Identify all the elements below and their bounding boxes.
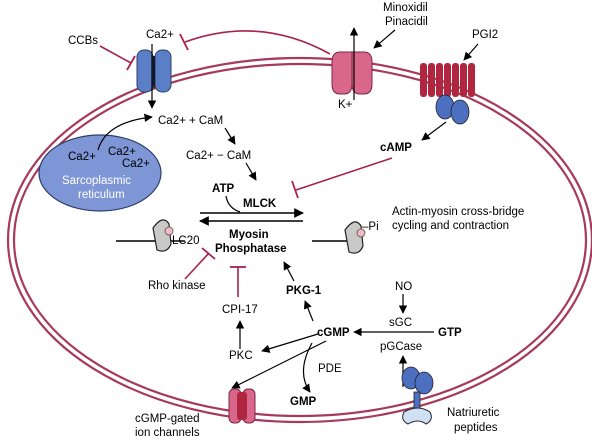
ccbs-inhibition-line: [99, 45, 132, 64]
sr-ca-1: Ca2+: [68, 151, 96, 163]
sgc-label: sGC: [389, 317, 412, 329]
rho-kinase-label: Rho kinase: [148, 280, 206, 292]
cgmp-to-pkg1-arrow: [303, 300, 314, 322]
phosphate-label: –Pi: [362, 221, 379, 233]
pgi2-label: PGI2: [472, 29, 498, 41]
lc20-label: LC20: [172, 235, 200, 247]
natriuretic-line1: Natriuretic: [447, 407, 500, 419]
myosin-head-right: [344, 221, 366, 254]
pkc-label: PKC: [229, 350, 253, 362]
calcium-channel: [136, 49, 172, 93]
sr-label-line2: reticulum: [78, 189, 125, 201]
gmp-label: GMP: [290, 396, 317, 408]
sr-release-arrow: [97, 113, 153, 151]
cgmp-to-gmp-arrow: [302, 342, 313, 393]
mlck-label: MLCK: [243, 198, 277, 210]
pinacidil-label: Pinacidil: [385, 16, 428, 28]
atp-curve: [225, 195, 241, 213]
cpi17-label: CPI-17: [222, 304, 258, 316]
pgi2-receptor: [420, 63, 475, 125]
cgmp-to-pkc-arrow: [261, 333, 319, 353]
sr-label-line1: Sarcoplasmic: [62, 175, 131, 187]
pgi2-arrow: [463, 43, 479, 61]
cell-membrane-outer: [6, 56, 592, 424]
k-plus-label: K+: [338, 99, 353, 111]
ca2-cam-complex-label: Ca2+ − CaM: [186, 150, 251, 162]
pkg1-to-phosphatase-arrow: [283, 261, 295, 282]
pde-label: PDE: [318, 363, 342, 375]
pgcase-label: pGCase: [380, 341, 422, 353]
ccbs-inhibition-bar: [126, 55, 136, 71]
natriuretic-receptor: [401, 366, 434, 425]
k-to-ca-inhibition-arc: [184, 30, 331, 55]
cgmp-to-channels-arrow: [231, 340, 327, 389]
camp-label: cAMP: [380, 142, 412, 154]
sr-ca-2: Ca2+: [108, 146, 136, 158]
actin-myosin-line2: cycling and contraction: [392, 220, 509, 232]
gtp-label: GTP: [438, 327, 462, 339]
cgmp-gated-line1: cGMP-gated: [135, 413, 200, 425]
natriuretic-line2: peptides: [454, 422, 498, 434]
cam-to-mlck-arrow: [245, 162, 257, 181]
openers-arrow: [373, 29, 396, 49]
sr-ca-3: Ca2+: [122, 158, 150, 170]
ca2-cam-label: Ca2+ + CaM: [158, 115, 223, 127]
myosin-phosphatase-line2: Phosphatase: [215, 243, 287, 255]
cam-binding-arrow: [224, 127, 236, 145]
actin-myosin-line1: Actin-myosin cross-bridge: [392, 206, 524, 218]
atp-label: ATP: [212, 183, 234, 195]
cgmp-label: cGMP: [317, 327, 350, 339]
myosin-head-left: [152, 219, 174, 252]
camp-inhibition-line: [295, 157, 393, 191]
sarcoplasmic-reticulum: [38, 134, 162, 212]
no-label: NO: [395, 281, 412, 293]
potassium-channel: [331, 51, 373, 95]
ca2-channel-label: Ca2+: [146, 29, 174, 41]
myosin-phosphatase-line1: Myosin: [229, 229, 269, 241]
pkg1-label: PKG-1: [286, 285, 322, 297]
cell-membrane-inner: [12, 62, 588, 418]
rho-kinase-inhibition-bar: [201, 247, 216, 260]
cgmp-gated-line2: ion channels: [135, 427, 200, 439]
rho-kinase-inhibition-line: [184, 252, 210, 280]
ccbs-label: CCBs: [68, 35, 98, 47]
cgmp-gated-channel: [228, 388, 256, 424]
k-to-ca-inhibition-bar: [179, 33, 189, 51]
minoxidil-label: Minoxidil: [383, 2, 428, 14]
camp-inhibition-bar: [291, 180, 299, 199]
receptor-to-camp-arrow: [421, 121, 447, 141]
